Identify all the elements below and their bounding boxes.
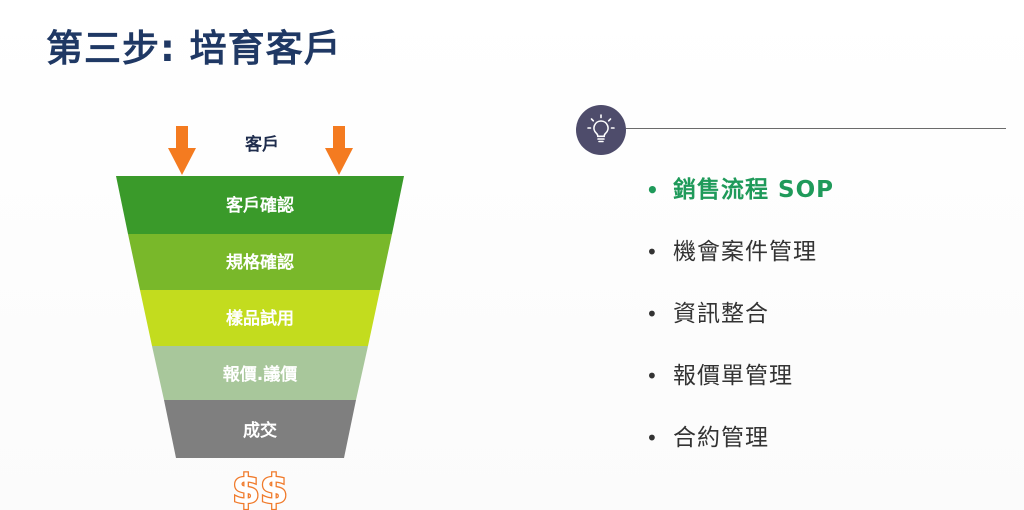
page-title: 第三步: 培育客戶 — [46, 27, 342, 70]
list-item: • 報價單管理 — [646, 356, 834, 418]
list-item: • 機會案件管理 — [646, 232, 834, 294]
list-item-label: 資訊整合 — [673, 301, 769, 327]
sales-funnel: 客戶 客戶確認 規格確認 樣品試用 報價.議價 成交 $$ — [116, 126, 404, 510]
lightbulb-icon — [587, 114, 615, 143]
funnel-stage-shape — [128, 234, 392, 290]
list-item-label: 機會案件管理 — [673, 239, 817, 265]
lightbulb-badge — [576, 105, 626, 155]
list-item-label: 報價單管理 — [673, 363, 793, 389]
funnel-stage-shape — [152, 346, 368, 400]
right-arrow-icon — [325, 126, 353, 175]
funnel-stage-shape — [140, 290, 380, 346]
bullet-icon: • — [646, 364, 659, 388]
funnel-stage-label: 樣品試用 — [226, 308, 294, 329]
funnel-stage-label: 客戶確認 — [225, 195, 294, 216]
funnel-stage-shape — [116, 176, 404, 234]
bullet-icon: • — [646, 302, 659, 326]
funnel-stage-shape — [164, 400, 356, 458]
funnel-stage-label: 成交 — [243, 420, 277, 441]
bullet-icon: • — [646, 178, 660, 202]
list-item: • 資訊整合 — [646, 294, 834, 356]
list-item-label: 合約管理 — [673, 425, 769, 451]
divider-line — [626, 128, 1006, 129]
list-item: • 銷售流程 SOP — [646, 170, 834, 232]
left-arrow-icon — [168, 126, 196, 175]
funnel-top-label: 客戶 — [244, 134, 279, 155]
bullet-icon: • — [646, 240, 659, 264]
dollar-icon: $$ — [232, 467, 288, 510]
list-item-label: 銷售流程 SOP — [673, 177, 834, 203]
list-item: • 合約管理 — [646, 418, 834, 480]
funnel-stage-label: 規格確認 — [226, 252, 294, 273]
funnel-stage-label: 報價.議價 — [223, 364, 298, 385]
bullet-icon: • — [646, 426, 659, 450]
feature-list: • 銷售流程 SOP • 機會案件管理 • 資訊整合 • 報價單管理 • 合約管… — [646, 170, 834, 480]
